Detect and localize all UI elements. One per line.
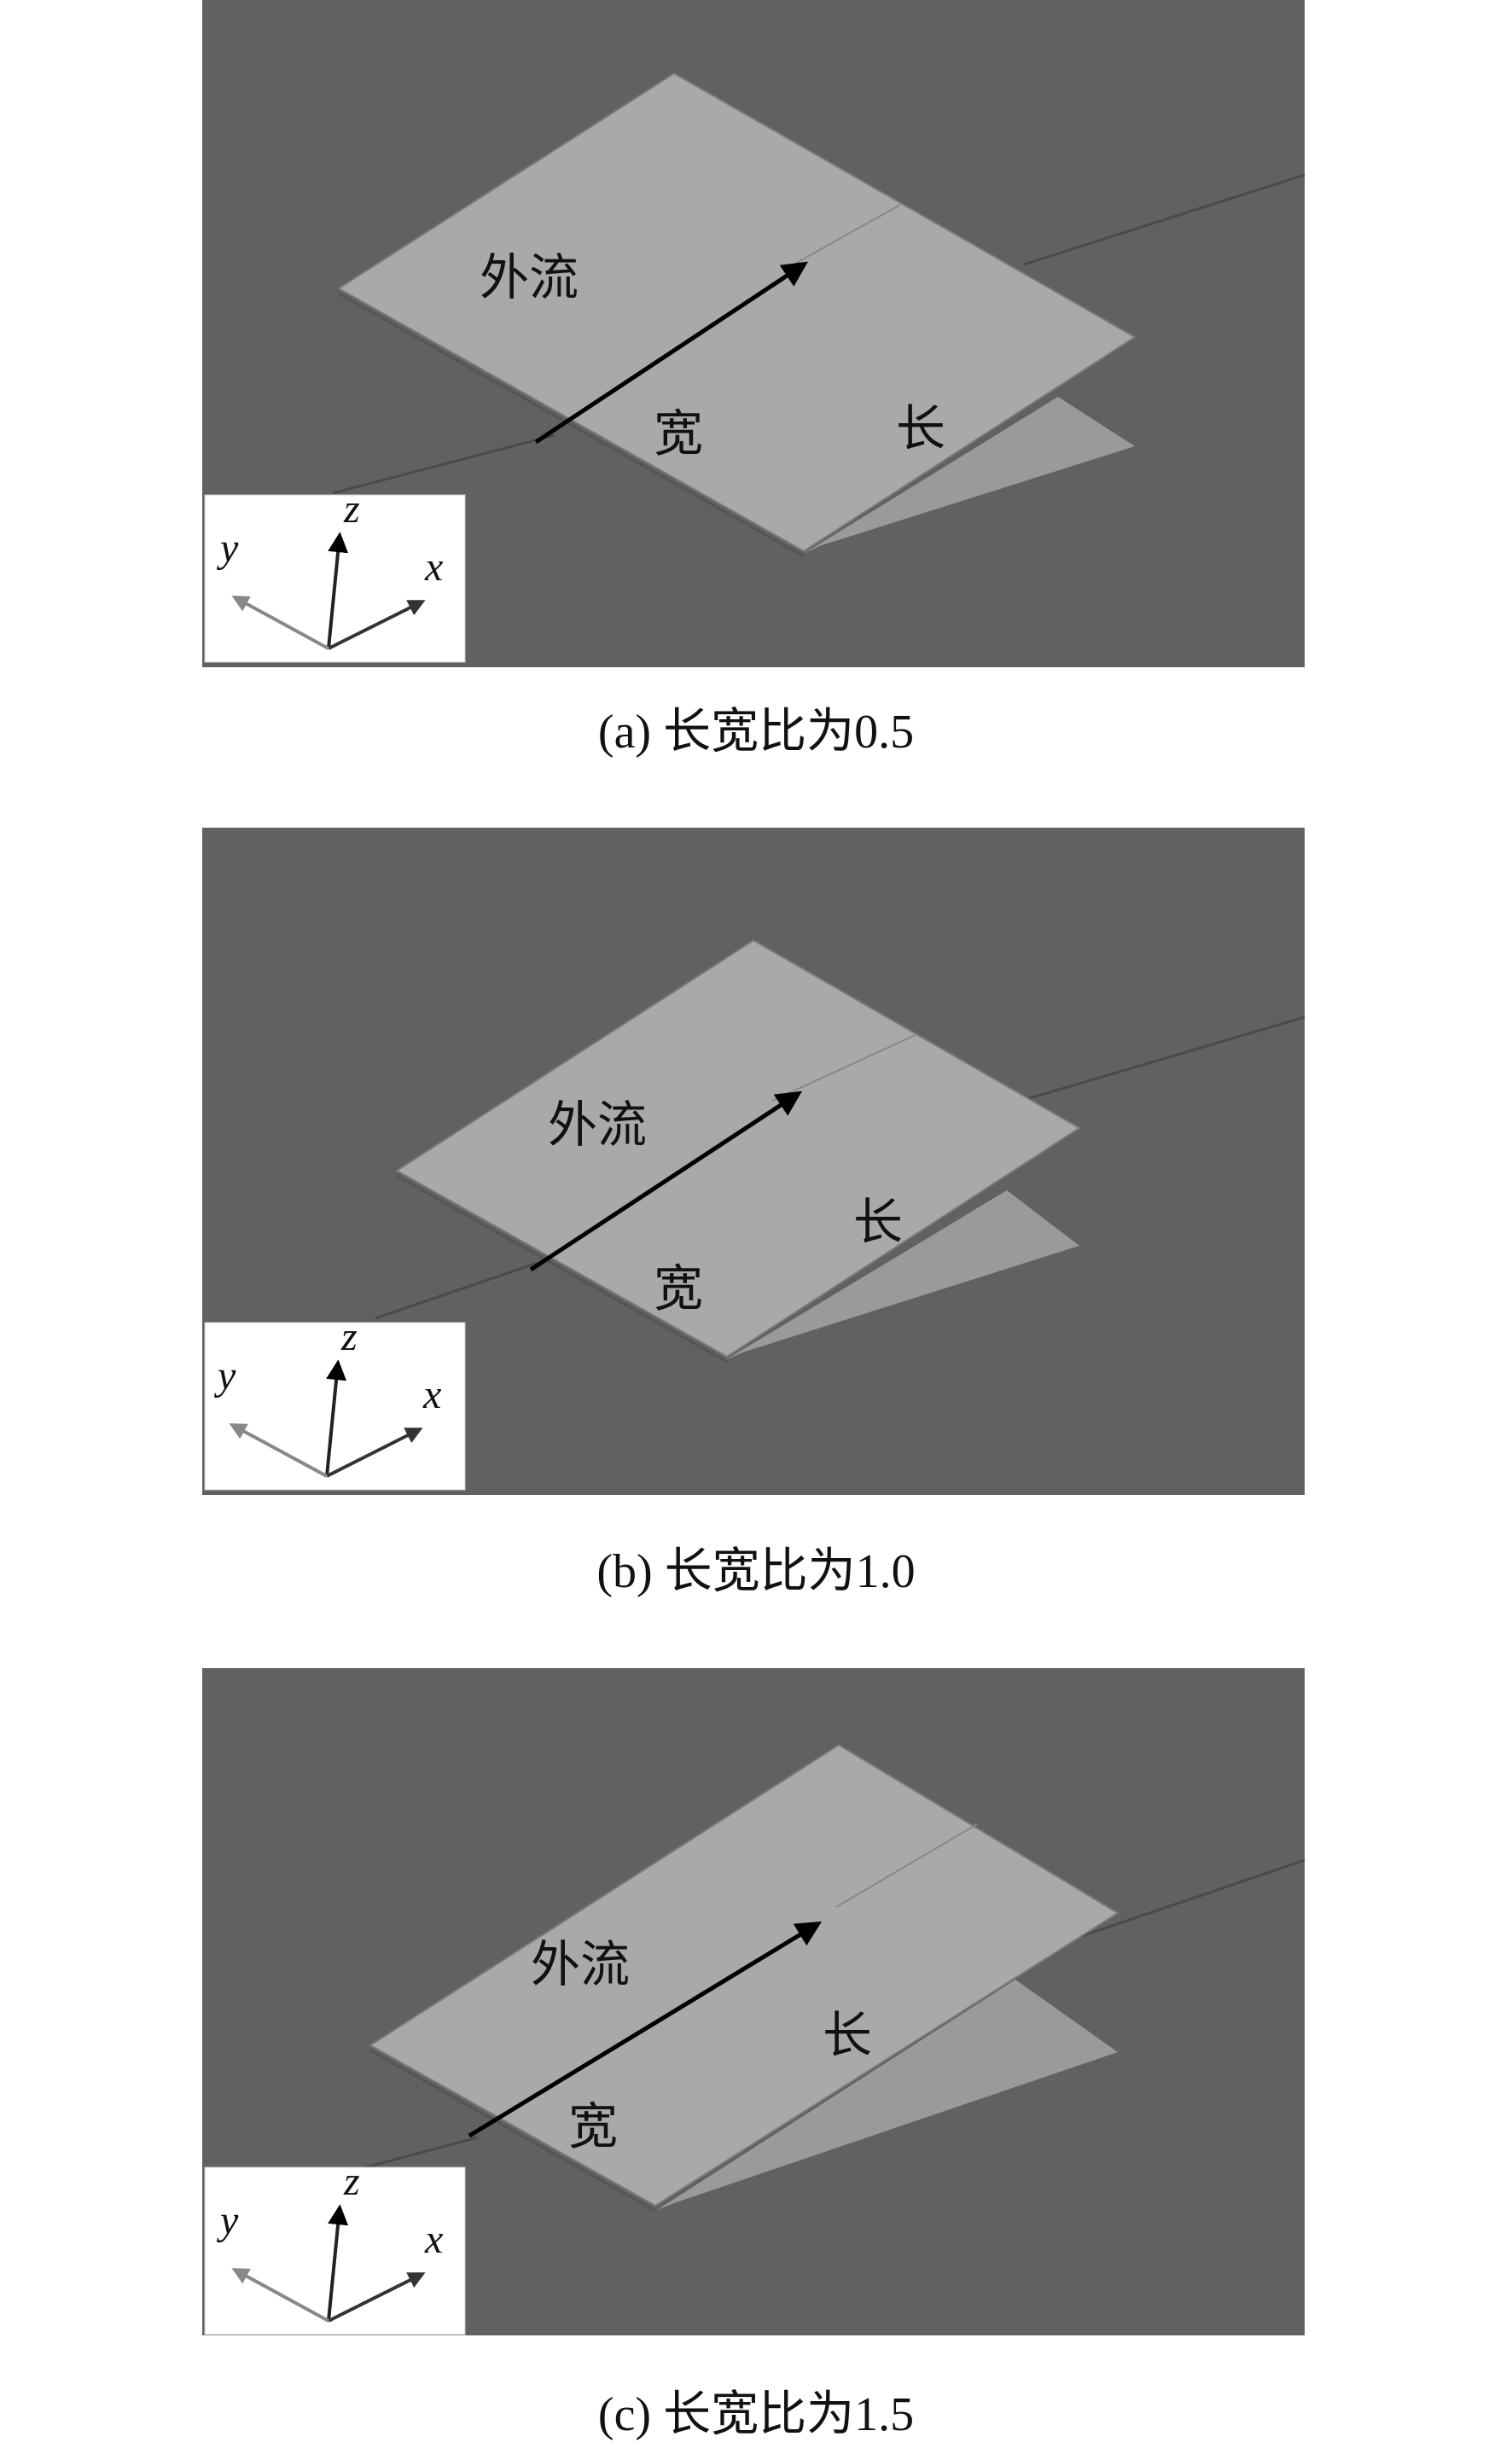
panel-c-x-axis — [328, 2272, 426, 2323]
panel-c-ground-line — [1079, 1858, 1306, 1939]
panel-b-fold-line — [771, 1033, 918, 1102]
panel-c-z-axis — [327, 2204, 349, 2322]
panel-c-x-label: x — [424, 2217, 443, 2262]
panel-b-ground-line — [1006, 1015, 1306, 1107]
panel-a-y-label: y — [216, 526, 239, 571]
panel-a-fold-line — [793, 204, 901, 265]
panel-b-z-label: z — [340, 1314, 358, 1359]
panel-c-axis-triad: z x y — [204, 2159, 466, 2335]
panel-a-lower-surface — [802, 397, 1135, 555]
panel-a-x-axis — [328, 600, 426, 650]
panel-a-plate — [337, 72, 1137, 553]
panel-c-length-label: 长 — [823, 2006, 872, 2064]
panel-a-y-axis — [231, 596, 329, 650]
panel-c-z-label: z — [343, 2159, 360, 2204]
panel-b-y-label: y — [213, 1353, 236, 1399]
panel-c-ground-line-left — [349, 2136, 479, 2173]
panel-a-z-axis — [327, 532, 349, 649]
panel-a: 外流 宽 长 z x y (a) 长宽比为0.5 — [202, 0, 1306, 759]
panel-c-width-label: 宽 — [568, 2097, 618, 2155]
panel-b-length-label: 长 — [853, 1193, 903, 1251]
panel-b-caption: (b) 长宽比为1.0 — [596, 1545, 915, 1598]
panel-b-x-axis — [326, 1428, 423, 1478]
panel-a-axis-triad: z x y — [204, 486, 466, 663]
panel-b-x-label: x — [422, 1372, 441, 1417]
panel-c-flow-label: 外流 — [531, 1935, 630, 1993]
panel-a-width-label: 宽 — [654, 404, 703, 462]
panel-c-plate — [369, 1743, 1119, 2207]
panel-b-axis-triad: z x y — [204, 1314, 466, 1491]
panel-c-y-axis — [231, 2268, 329, 2323]
panel-b-width-label: 宽 — [654, 1259, 703, 1317]
panel-c-fold-line — [835, 1823, 978, 1908]
panel-b-lower-surface — [725, 1190, 1079, 1360]
panel-b-flow-label: 外流 — [548, 1096, 647, 1154]
panel-a-ground-line-left — [332, 433, 555, 495]
panel-c-plate-edge — [369, 2049, 656, 2213]
panel-b-plate — [395, 939, 1081, 1358]
panel-a-plate-edge — [338, 292, 805, 558]
panel-b-flow-arrow — [529, 1090, 803, 1272]
panel-c-y-label: y — [216, 2198, 239, 2243]
panel-a-caption: (a) 长宽比为0.5 — [598, 706, 914, 759]
panel-b: 外流 宽 长 z x y (b) 长宽比为1.0 — [202, 828, 1306, 1598]
panel-b-plate-edge — [396, 1174, 728, 1364]
panel-b-y-axis — [229, 1423, 328, 1478]
panel-a-x-label: x — [424, 544, 443, 590]
panel-c-flow-arrow — [468, 1921, 823, 2138]
panel-a-flow-label: 外流 — [480, 248, 579, 306]
panel-a-flow-arrow — [534, 261, 809, 445]
panel-b-z-axis — [325, 1359, 347, 1477]
panel-c-lower-surface — [657, 1980, 1118, 2210]
panel-c-caption: (c) 长宽比为1.5 — [598, 2388, 914, 2441]
panel-b-ground-line-left — [375, 1261, 538, 1320]
panel-a-ground-line — [1023, 173, 1306, 266]
panel-a-z-label: z — [343, 486, 360, 532]
panel-a-length-label: 长 — [896, 399, 945, 457]
panel-c: 外流 宽 长 z x y (c) 长宽比为1.5 — [202, 1668, 1306, 2441]
